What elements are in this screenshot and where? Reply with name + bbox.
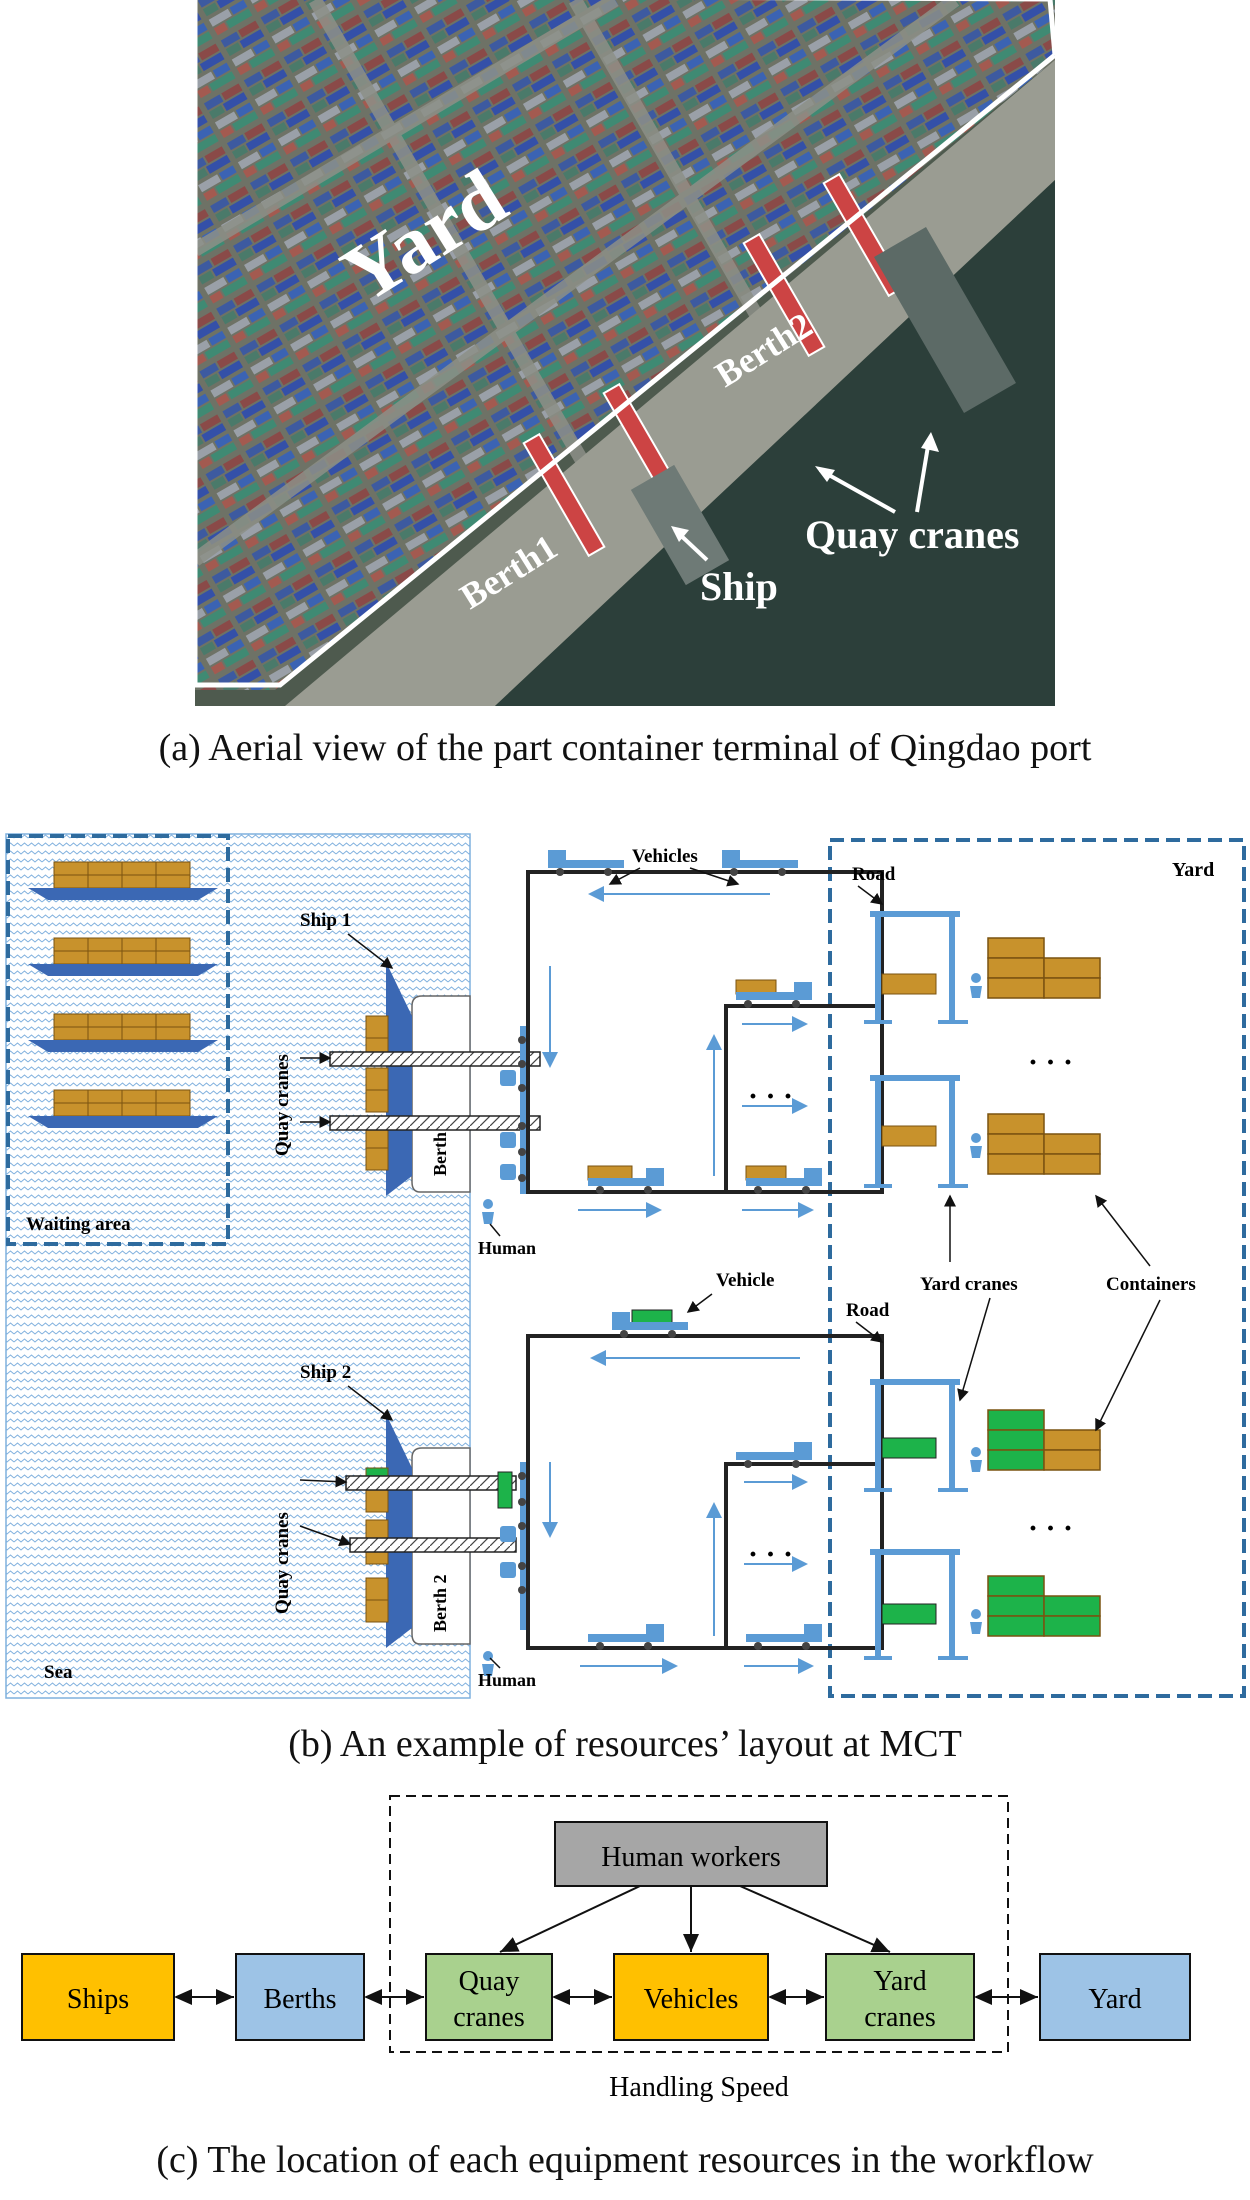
- berth-2-block: Berth 2 Quay cranes Ship 2 Human: [272, 1270, 1101, 1690]
- yard-crane: [864, 1549, 968, 1660]
- ship1-label: Ship 1: [300, 910, 351, 931]
- berth-1-block: Berth 1 Quay cranes Ship 1 Human: [272, 846, 1101, 1258]
- yard-crane: [864, 1379, 968, 1492]
- arrow-human-quay: [499, 1885, 641, 1953]
- vehicles-label: Vehicles: [632, 846, 698, 867]
- caption-a: (a) Aerial view of the part container te…: [158, 727, 1092, 769]
- vehicle: [548, 850, 624, 876]
- caption-b: (b) An example of resources’ layout at M…: [288, 1723, 962, 1765]
- road-label-top: Road: [852, 864, 896, 885]
- human-label-bottom: Human: [478, 1670, 536, 1690]
- berth2-label: Berth 2: [430, 1575, 450, 1633]
- vehicle: [736, 1442, 812, 1468]
- quay-cranes-label-top: Quay cranes: [272, 1054, 293, 1156]
- layout-panel: Waiting area Sea Yard Berth 1 Qua: [0, 826, 1250, 1706]
- waiting-ships: [28, 861, 218, 1128]
- vehicle: [746, 1624, 822, 1650]
- quay-cranes-label: Quay cranes: [805, 512, 1019, 557]
- vehicles-label: Vehicles: [644, 1984, 739, 2015]
- waiting-area-label: Waiting area: [26, 1214, 131, 1235]
- ellipsis-road-top: · · ·: [748, 1080, 793, 1113]
- berth1-label: Berth 1: [430, 1119, 450, 1177]
- yard-cranes-label-1: Yard: [873, 1966, 926, 1997]
- vehicle: [735, 979, 812, 1008]
- vehicle: [722, 850, 798, 876]
- ship-label: Ship: [700, 564, 778, 609]
- handling-speed-label: Handling Speed: [609, 2072, 789, 2103]
- quay-cranes-box: [425, 1953, 553, 2041]
- yard-box: [1039, 1953, 1191, 2041]
- yard-cranes-box: [825, 1953, 975, 2041]
- ellipsis-yard-bottom: · · ·: [1028, 1512, 1073, 1545]
- vehicle: [745, 1165, 822, 1194]
- human-workers-label: Human workers: [601, 1842, 781, 1873]
- containers-label: Containers: [1106, 1274, 1196, 1295]
- vehicles-box: [613, 1953, 769, 2041]
- ships-box: [21, 1953, 175, 2041]
- human-workers-box: [554, 1821, 828, 1887]
- quay-cranes-label-bottom: Quay cranes: [272, 1512, 293, 1614]
- road-label-bottom: Road: [846, 1300, 890, 1321]
- quay-cranes-label-2: cranes: [453, 2002, 525, 2033]
- ellipsis-yard-top: · · ·: [1028, 1046, 1073, 1079]
- vehicle: [612, 1309, 688, 1338]
- vehicle: [587, 1165, 664, 1194]
- yard-crane: [864, 911, 968, 1024]
- vehicle-label: Vehicle: [716, 1270, 774, 1291]
- ships-label: Ships: [67, 1984, 129, 2015]
- aerial-photo: Yard Berth2 Berth1 Ship Quay cranes: [190, 0, 1058, 706]
- aerial-view-panel: Yard Berth2 Berth1 Ship Quay cranes: [190, 0, 1058, 706]
- layout-diagram: Waiting area Sea Yard Berth 1 Qua: [5, 833, 1246, 1699]
- ship2-label: Ship 2: [300, 1362, 351, 1383]
- berths-label: Berths: [263, 1984, 336, 2015]
- ellipsis-road-bottom: · · ·: [748, 1538, 793, 1571]
- human-label-top: Human: [478, 1238, 536, 1258]
- caption-c: (c) The location of each equipment resou…: [156, 2139, 1094, 2181]
- yard-crane: [864, 1075, 968, 1188]
- quay-cranes-label-1: Quay: [459, 1966, 520, 1997]
- yard-cranes-label: Yard cranes: [920, 1274, 1018, 1295]
- sea-label: Sea: [44, 1662, 73, 1683]
- vehicle: [588, 1624, 664, 1650]
- berths-box: [235, 1953, 365, 2041]
- arrow-human-yardcranes: [739, 1885, 891, 1953]
- yard-label: Yard: [1088, 1984, 1141, 2015]
- workflow-diagram: Handling Speed Human workers Ships Berth…: [21, 1795, 1191, 2103]
- workflow-panel: Handling Speed Human workers Ships Berth…: [0, 1786, 1250, 2116]
- yard-cranes-label-2: cranes: [864, 2002, 936, 2033]
- yard-label: Yard: [1172, 859, 1214, 881]
